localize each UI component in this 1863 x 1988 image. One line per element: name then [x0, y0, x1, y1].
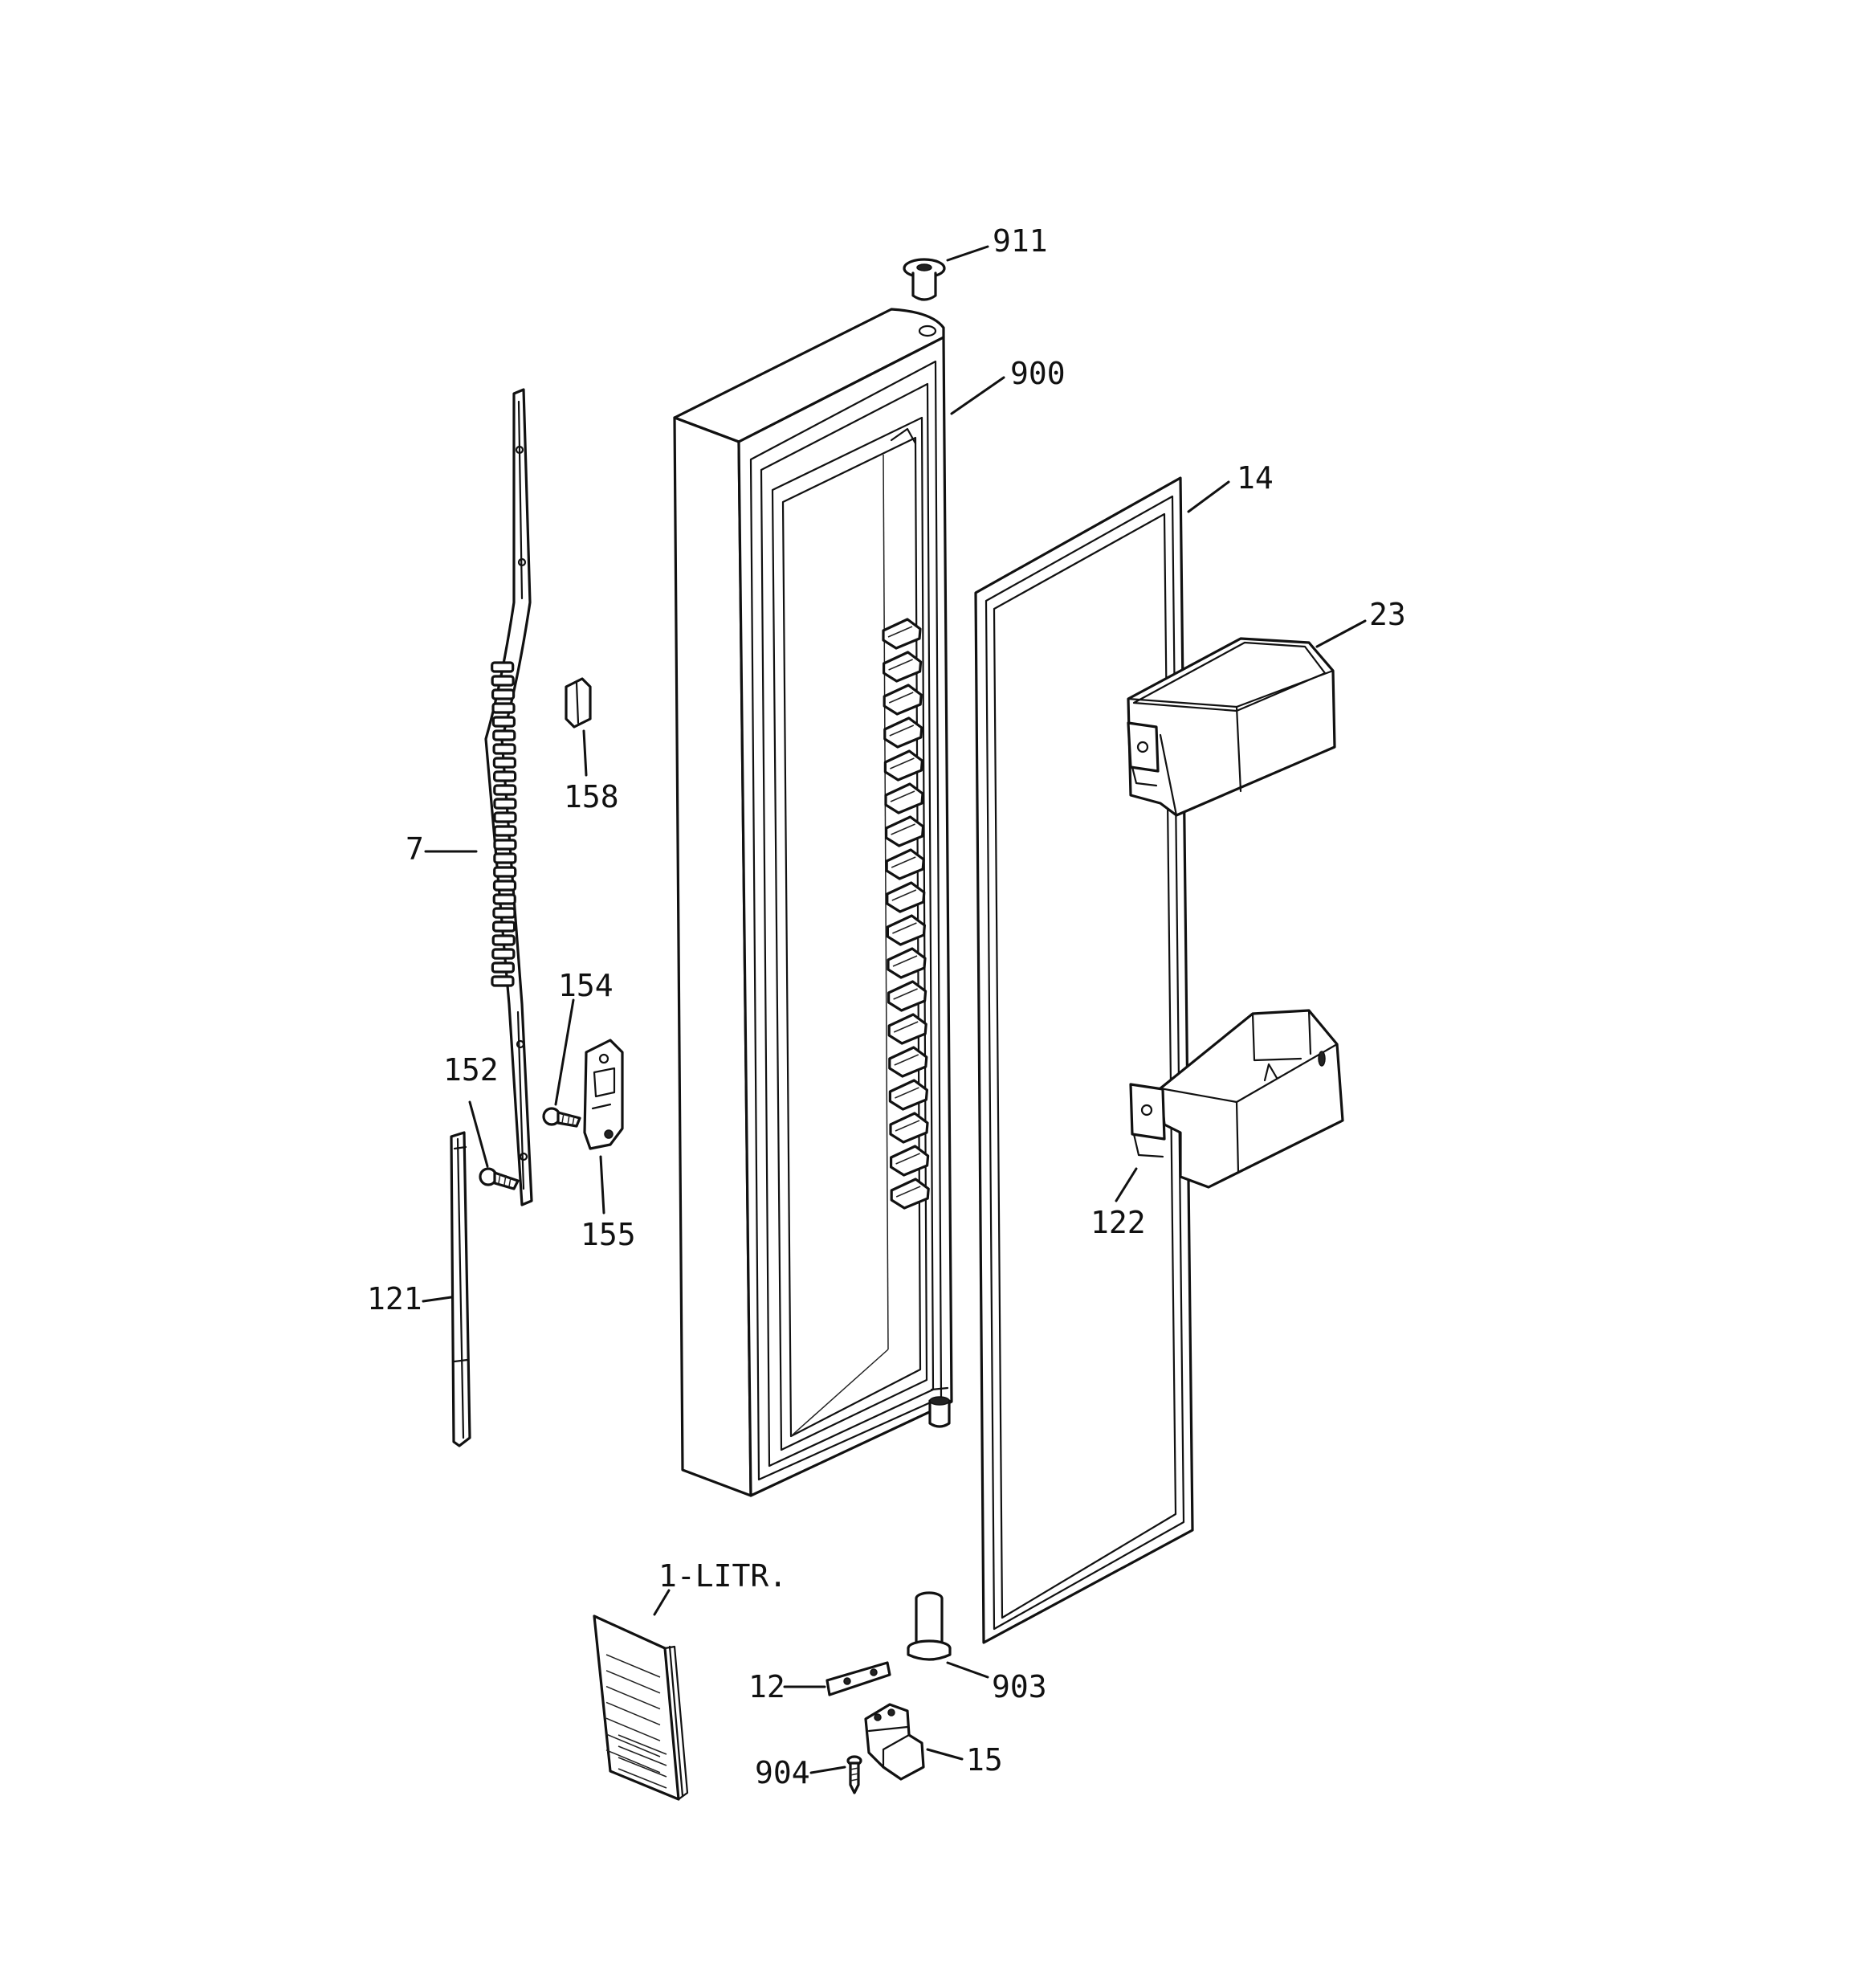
callout-12: 12	[748, 1669, 785, 1704]
part-155-bracket	[583, 1039, 624, 1150]
handle-rib	[492, 743, 516, 755]
handle-grip-ribs	[491, 661, 517, 987]
shelf-tab-edge	[889, 725, 915, 737]
shelf-tab-edge	[890, 757, 915, 769]
part-904-screw	[846, 1755, 862, 1794]
part-154-screw	[542, 1107, 581, 1128]
callout-1-litr: 1-LITR.	[658, 1558, 787, 1594]
shelf-tab-edge	[895, 1153, 920, 1165]
shelf-tab-edge	[891, 823, 915, 835]
callout-152: 152	[443, 1052, 499, 1088]
handle-rib	[493, 852, 517, 864]
door-shelf-support-tabs	[882, 618, 930, 1210]
callout-122: 122	[1090, 1205, 1146, 1240]
part-903-bushing	[907, 1591, 952, 1661]
handle-rib	[492, 921, 516, 933]
shelf-tab-edge	[895, 1186, 921, 1198]
shelf-tab-edge	[895, 1087, 919, 1099]
literature-text-line	[618, 1757, 667, 1778]
handle-rib	[491, 675, 515, 687]
callout-903: 903	[992, 1669, 1047, 1704]
callout-904: 904	[755, 1755, 810, 1790]
literature-text-line	[605, 1685, 661, 1710]
handle-rib	[493, 798, 517, 810]
handle-rib	[493, 784, 517, 796]
handle-rib	[491, 934, 516, 946]
literature-text-line	[605, 1717, 661, 1741]
literature-text-lines	[605, 1654, 667, 1789]
handle-rib	[491, 702, 516, 714]
part-122-door-bin	[1129, 1009, 1344, 1189]
part-911-bushing	[903, 258, 946, 301]
literature-text-line	[605, 1733, 661, 1757]
callout-23: 23	[1369, 597, 1406, 632]
handle-rib	[493, 811, 517, 823]
shelf-tab-edge	[890, 790, 915, 802]
callout-121: 121	[367, 1281, 422, 1316]
callout-900: 900	[1010, 356, 1066, 391]
part-23-door-bin	[1127, 637, 1336, 817]
handle-rib	[492, 893, 516, 905]
part-12-plate	[826, 1661, 891, 1696]
part-152-screw	[479, 1167, 520, 1190]
handle-rib	[492, 880, 517, 892]
shelf-tab-edge	[895, 1120, 920, 1132]
part-7-handle	[484, 388, 533, 1206]
literature-text-line	[618, 1734, 667, 1755]
shelf-tab-edge	[893, 1021, 919, 1033]
shelf-tab-edge	[894, 1054, 919, 1066]
callout-911: 911	[993, 223, 1048, 259]
part-121-trim	[450, 1131, 471, 1447]
callout-14: 14	[1237, 460, 1274, 496]
shelf-tab-edge	[891, 856, 916, 868]
handle-rib	[493, 866, 517, 878]
callout-154: 154	[558, 968, 614, 1003]
handle-rib	[491, 661, 515, 673]
handle-rib	[491, 688, 516, 700]
literature-text-line	[605, 1654, 661, 1678]
handle-rib	[491, 948, 516, 960]
callout-158: 158	[564, 779, 619, 814]
handle-rib	[491, 975, 515, 987]
shelf-tab-edge	[893, 988, 918, 1000]
handle-rib	[492, 907, 516, 919]
callout-labels: 911 900 14 23 7 158 154 152 155 121 122 …	[367, 223, 1406, 1790]
shelf-tab-edge	[892, 955, 918, 967]
callout-15: 15	[966, 1742, 1003, 1778]
shelf-tab-edge	[888, 692, 914, 704]
callout-155: 155	[581, 1217, 636, 1252]
literature-text-line	[605, 1701, 661, 1726]
handle-rib	[493, 825, 517, 837]
part-15-hinge	[864, 1703, 925, 1781]
handle-rib	[493, 770, 517, 782]
literature-text-line	[605, 1749, 661, 1774]
literature-text-line	[618, 1745, 667, 1766]
handle-rib	[492, 729, 516, 741]
leader-lines	[422, 245, 1367, 1774]
handle-rib	[493, 839, 517, 851]
shelf-tab-edge	[892, 922, 917, 934]
shelf-tab-edge	[888, 659, 913, 671]
part-158-clip	[565, 677, 592, 729]
literature-text-line	[605, 1670, 661, 1694]
shelf-tab-edge	[891, 889, 917, 901]
callout-7: 7	[406, 831, 424, 867]
literature-text-line	[618, 1768, 667, 1789]
part-1-literature	[593, 1614, 689, 1801]
handle-rib	[491, 716, 516, 728]
handle-rib	[491, 961, 515, 974]
part-14-gasket	[974, 476, 1194, 1644]
handle-rib	[492, 757, 516, 769]
shelf-tab-edge	[887, 626, 913, 638]
